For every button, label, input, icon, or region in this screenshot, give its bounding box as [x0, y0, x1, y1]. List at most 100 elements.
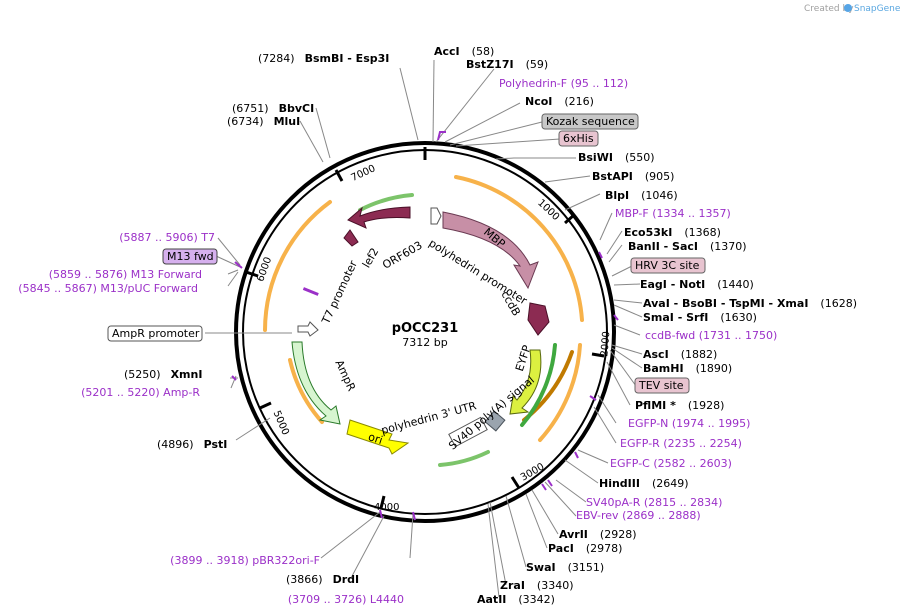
- feature-lef2: [347, 206, 411, 229]
- primer-ebv-rev: EBV-rev (2869 .. 2888): [576, 509, 701, 522]
- site-xmni: XmnI: [171, 368, 203, 381]
- site-avai-xmai: AvaI - BsoBI - TspMI - XmaI: [643, 297, 808, 310]
- label-lef2: lef2: [360, 246, 382, 270]
- svg-text:AccI(58): AccI(58): [434, 45, 494, 58]
- primer-polyhedrin-f: Polyhedrin-F (95 .. 112): [499, 77, 628, 90]
- site-aatii: AatII: [477, 593, 506, 606]
- plasmid-name: pOCC231: [392, 321, 459, 336]
- svg-text:EagI - NotI(1440): EagI - NotI(1440): [640, 278, 754, 291]
- label-ampr-promoter: AmpR promoter: [112, 327, 200, 340]
- label-m13: M13 fwd: [167, 250, 214, 263]
- site-eagi-noti: EagI - NotI: [640, 278, 705, 291]
- site-mlui: MluI: [274, 115, 301, 128]
- feature-utr-box: [448, 416, 488, 448]
- site-banii-saci: BanII - SacI: [628, 240, 698, 253]
- svg-text:SwaI(3151): SwaI(3151): [526, 561, 604, 574]
- tick-4000: 4000: [374, 502, 399, 513]
- site-eco53ki: Eco53kI: [624, 226, 672, 239]
- box-m13: [162, 248, 218, 265]
- site-acci: AccI: [434, 45, 460, 58]
- site-asci: AscI: [643, 348, 669, 361]
- site-swai: SwaI: [526, 561, 556, 574]
- feature-orf603: [343, 229, 359, 247]
- primer-sv40pa-r: SV40pA-R (2815 .. 2834): [586, 496, 722, 509]
- label-ampr: AmpR: [332, 358, 358, 394]
- svg-text:SmaI - SrfI(1630): SmaI - SrfI(1630): [643, 311, 757, 324]
- feature-ampr: [291, 341, 341, 425]
- svg-text:AvrII(2928): AvrII(2928): [559, 528, 636, 541]
- box-tev: [634, 377, 690, 394]
- orf-arcs: [263, 175, 584, 467]
- svg-text:BanII - SacI(1370): BanII - SacI(1370): [628, 240, 747, 253]
- site-bamhi: BamHI: [643, 362, 684, 375]
- svg-text:Eco53kI(1368): Eco53kI(1368): [624, 226, 721, 239]
- feature-ori: [346, 419, 410, 455]
- orf-lef2-arc: [358, 193, 414, 212]
- box-6xhis: [558, 130, 599, 147]
- site-hindiii: HindIII: [599, 477, 640, 490]
- label-orf603: ORF603: [380, 239, 424, 272]
- label-t7-promoter: T7 promoter: [319, 258, 360, 327]
- feature-eyfp: [509, 349, 542, 415]
- site-bstz17i: BstZ17I: [466, 58, 514, 71]
- primer-l4440: (3709 .. 3726) L4440: [288, 593, 404, 606]
- site-smai-srfi: SmaI - SrfI: [643, 311, 708, 324]
- orf-eyfp-arc: [538, 343, 582, 442]
- primer-labels: Polyhedrin-F (95 .. 112) MBP-F (1334 .. …: [18, 77, 777, 606]
- orf-green-arc: [520, 343, 557, 427]
- scale-ticks: [245, 147, 605, 509]
- svg-text:BstAPI(905): BstAPI(905): [592, 170, 674, 183]
- svg-text:(7284)BsmBI - Esp3I: (7284)BsmBI - Esp3I: [258, 52, 389, 65]
- plasmid-size: 7312 bp: [402, 336, 447, 349]
- svg-text:(4896)PstI: (4896)PstI: [157, 438, 227, 451]
- svg-text:AatII(3342): AatII(3342): [477, 593, 555, 606]
- svg-text:ZraI(3340): ZraI(3340): [500, 579, 574, 592]
- tick-2000: 2000: [599, 331, 612, 357]
- svg-text:BamHI(1890): BamHI(1890): [643, 362, 732, 375]
- leader-lines: [205, 59, 643, 598]
- primer-marks: [231, 131, 619, 521]
- svg-text:(3866)DrdI: (3866)DrdI: [286, 573, 359, 586]
- svg-text:AvaI - BsoBI - TspMI - X: AvaI - BsoBI - TspMI - XmaI(1628): [643, 297, 857, 310]
- primer-pbr322ori-f: (3899 .. 3918) pBR322ori-F: [170, 554, 320, 567]
- label-6xhis: 6xHis: [563, 132, 594, 145]
- primer-ccdb-fwd: ccdB-fwd (1731 .. 1750): [645, 329, 777, 342]
- label-ori: ori: [367, 430, 385, 447]
- feature-ccdb: [527, 302, 550, 336]
- primer-m13-puc: (5845 .. 5867) M13/pUC Forward: [18, 282, 198, 295]
- primer-egfp-r: EGFP-R (2235 .. 2254): [620, 437, 742, 450]
- orf-utr-arc: [438, 450, 490, 467]
- site-bbvci: BbvCI: [279, 102, 315, 115]
- orf-t7-arc: [263, 200, 332, 332]
- primer-amp-r: (5201 .. 5220) Amp-R: [81, 386, 200, 399]
- svg-text:HindIII(2649): HindIII(2649): [599, 477, 689, 490]
- site-avrii: AvrII: [559, 528, 588, 541]
- site-ncoi: NcoI: [525, 95, 552, 108]
- site-bstapi: BstAPI: [592, 170, 633, 183]
- site-drdi: DrdI: [333, 573, 360, 586]
- box-hrv: [630, 257, 706, 274]
- svg-text:NcoI(216): NcoI(216): [525, 95, 594, 108]
- site-bsiwi: BsiWI: [578, 151, 613, 164]
- svg-text:PflMI *(1928): PflMI *(1928): [635, 399, 724, 412]
- svg-text:(5250)XmnI: (5250)XmnI: [124, 368, 202, 381]
- left-restriction-sites: (7284)BsmBI - Esp3I (6751)BbvCI (6734)Ml…: [124, 52, 389, 586]
- credit-text: Created by: [804, 4, 854, 14]
- label-hrv: HRV 3C site: [635, 259, 700, 272]
- feature-mbp: [442, 211, 539, 290]
- feature-t7-promoter: [297, 321, 319, 337]
- feature-m13-site: [302, 287, 319, 296]
- svg-text:(6751)BbvCI: (6751)BbvCI: [232, 102, 314, 115]
- features: [291, 206, 550, 455]
- box-ampr-promoter: [107, 325, 203, 342]
- boxed-labels: Kozak sequence 6xHis HRV 3C site TEV sit…: [107, 113, 706, 394]
- label-tev: TEV site: [638, 379, 684, 392]
- site-psti: PstI: [204, 438, 228, 451]
- tick-7000: 7000: [350, 163, 378, 184]
- credit-brand: SnapGene: [854, 4, 901, 14]
- feature-sv40-box: [484, 410, 506, 432]
- feature-polyhedrin-promoter: [430, 207, 442, 225]
- primer-egfp-c: EGFP-C (2582 .. 2603): [610, 457, 732, 470]
- snapgene-logo-icon: [844, 4, 852, 12]
